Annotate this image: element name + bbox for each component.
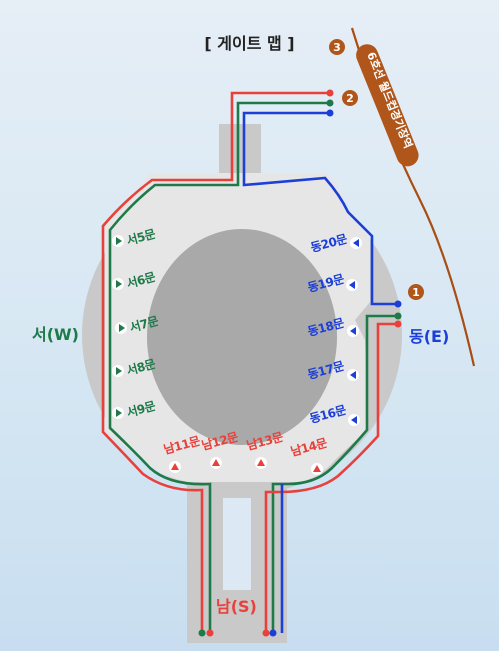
arrow-up-icon <box>212 459 220 466</box>
svg-text:3: 3 <box>333 41 341 54</box>
subway-exit-1[interactable]: 1 <box>408 284 424 300</box>
stadium-field <box>147 229 337 445</box>
arrow-left-icon <box>350 327 356 335</box>
subway-exit-2[interactable]: 2 <box>342 90 358 106</box>
svg-text:서7문: 서7문 <box>128 313 160 335</box>
west-gate-7[interactable]: 서7문 <box>115 313 160 335</box>
route-end-dot <box>326 99 334 107</box>
route-end-dot <box>394 320 402 328</box>
east-direction-label: 동(E) <box>409 327 449 346</box>
arrow-left-icon <box>349 281 355 289</box>
route-end-dot <box>326 109 334 117</box>
east-route-line-red <box>264 322 398 633</box>
west-gate-9[interactable]: 서9문 <box>112 398 157 420</box>
south-connector-gap <box>223 498 251 590</box>
svg-text:서9문: 서9문 <box>125 398 157 420</box>
arrow-right-icon <box>116 367 122 375</box>
svg-text:1: 1 <box>412 286 420 299</box>
west-gate-5[interactable]: 서5문 <box>112 226 157 248</box>
route-end-dot <box>326 89 334 97</box>
route-end-dot <box>269 629 277 637</box>
route-end-dot <box>262 629 270 637</box>
west-gate-8[interactable]: 서8문 <box>112 356 157 378</box>
east-route-line-lower <box>271 314 398 633</box>
arrow-right-icon <box>119 324 125 332</box>
subway-station-box <box>356 44 419 167</box>
svg-text:2: 2 <box>346 92 354 105</box>
route-end-dot <box>394 312 402 320</box>
route-end-dot <box>198 629 206 637</box>
route-end-dot <box>206 629 214 637</box>
svg-text:서8문: 서8문 <box>125 356 157 378</box>
subway-exit-3[interactable]: 3 <box>329 39 345 55</box>
svg-text:서5문: 서5문 <box>125 226 157 248</box>
arrow-right-icon <box>116 237 122 245</box>
arrow-right-icon <box>116 280 122 288</box>
page-title: [ 게이트 맵 ] <box>204 34 295 53</box>
arrow-up-icon <box>313 465 321 472</box>
arrow-left-icon <box>351 416 357 424</box>
west-direction-label: 서(W) <box>32 325 79 344</box>
west-route-line <box>108 101 330 633</box>
arrow-left-icon <box>350 371 356 379</box>
route-end-dot <box>394 300 402 308</box>
arrow-left-icon <box>353 239 359 247</box>
south-direction-label: 남(S) <box>216 597 257 616</box>
east-route-line <box>242 111 398 306</box>
svg-text:서6문: 서6문 <box>125 269 157 291</box>
arrow-right-icon <box>116 409 122 417</box>
arrow-up-icon <box>257 459 265 466</box>
south-route-line <box>101 91 330 633</box>
arrow-up-icon <box>171 463 179 470</box>
west-gate-6[interactable]: 서6문 <box>112 269 157 291</box>
